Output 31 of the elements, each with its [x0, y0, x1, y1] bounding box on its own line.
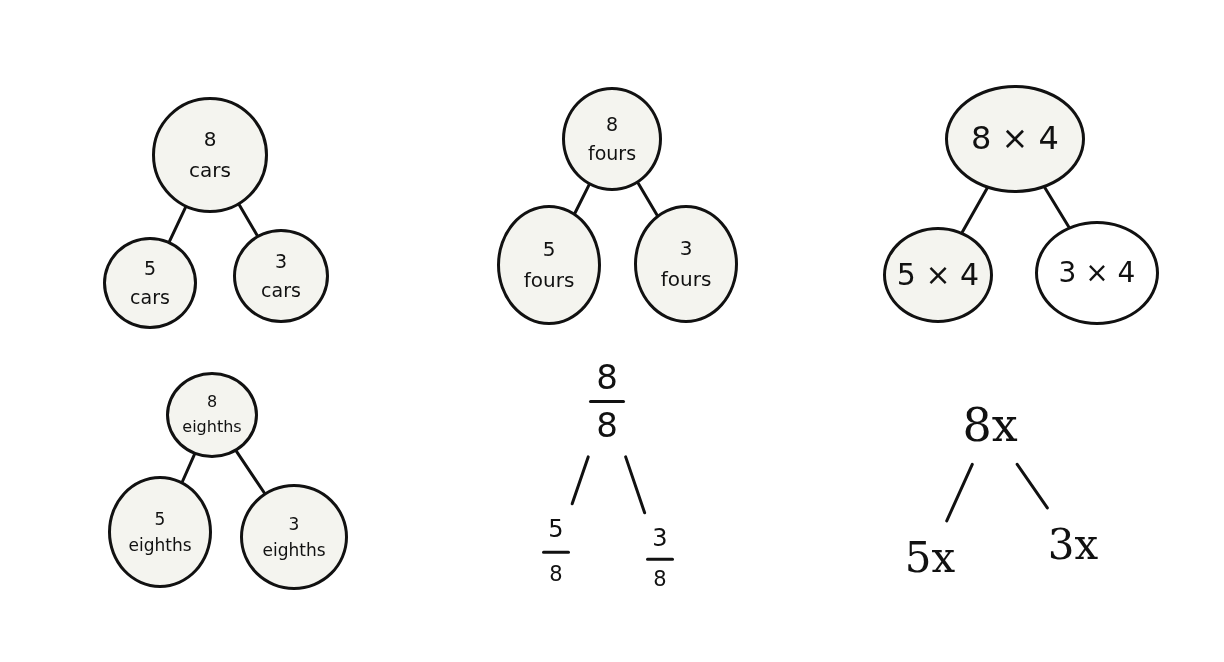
circle-label: 5 eighths [128, 507, 192, 557]
fraction-denominator: 8 [549, 563, 563, 587]
circle-label: 3 cars [261, 248, 301, 303]
connector-line [945, 462, 974, 523]
fraction-numerator: 8 [596, 359, 618, 397]
fraction-denominator: 8 [596, 407, 618, 445]
circle-label: 3 × 4 [1058, 255, 1136, 292]
connector-line [570, 455, 590, 506]
circle-label: 3 fours [660, 235, 712, 293]
fraction-numerator: 3 [652, 524, 668, 552]
circle-label: 8 eighths [182, 391, 242, 438]
connector-line [573, 183, 591, 215]
circle-label: 8 cars [189, 126, 231, 184]
fraction-numerator: 5 [548, 515, 564, 543]
circle-label: 5 cars [130, 255, 170, 310]
circle-label: 8 fours [587, 111, 637, 166]
expression-label: 8x [962, 399, 1018, 451]
circle-label: 8 × 4 [971, 118, 1059, 160]
expression-label: 3x [1047, 521, 1099, 569]
expression-label: 5x [904, 534, 956, 582]
connector-line [180, 453, 196, 483]
fraction-denominator: 8 [653, 568, 667, 592]
connector-line [636, 181, 659, 217]
connector-line [1015, 462, 1049, 510]
circle-label: 5 fours [523, 236, 575, 294]
connector-line [624, 455, 647, 515]
circle-label: 3 eighths [262, 512, 326, 562]
connector-line [237, 203, 259, 237]
connector-line [168, 206, 187, 243]
circle-label: 5 × 4 [896, 255, 980, 294]
connector-line [234, 449, 266, 495]
